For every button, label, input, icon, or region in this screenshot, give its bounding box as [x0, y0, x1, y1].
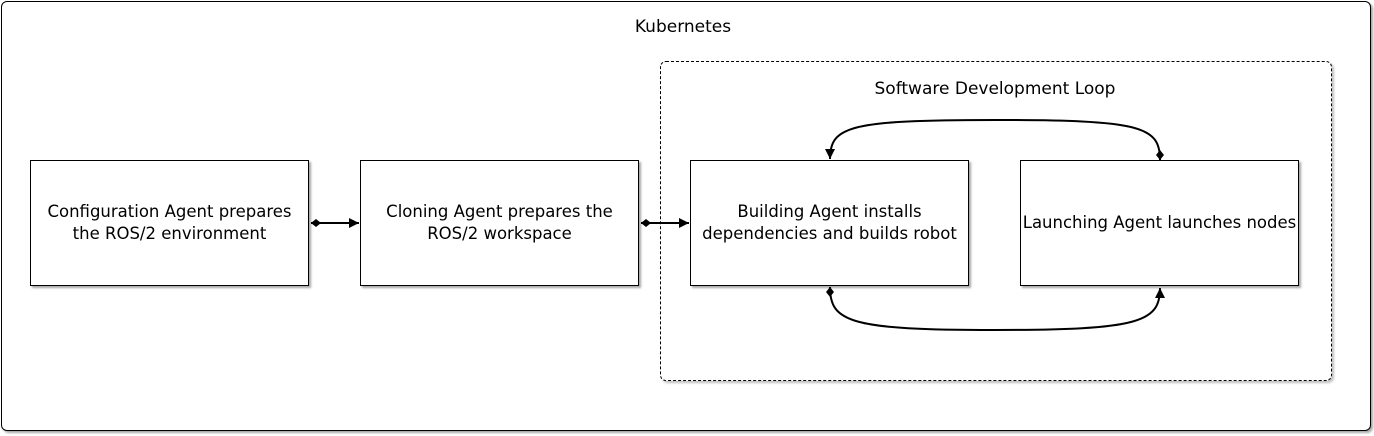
- edge-building-to-launching: [826, 286, 1165, 332]
- launching-agent-node: Launching Agent launches nodes: [1020, 160, 1299, 286]
- building-agent-label: Building Agent installs dependencies and…: [702, 202, 957, 243]
- edge-launching-to-building: [825, 118, 1164, 161]
- configuration-agent-node: Configuration Agent prepares the ROS/2 e…: [30, 160, 309, 286]
- configuration-agent-label: Configuration Agent prepares the ROS/2 e…: [47, 202, 292, 243]
- cloning-agent-node: Cloning Agent prepares the ROS/2 workspa…: [360, 160, 639, 286]
- kubernetes-title: Kubernetes: [634, 17, 732, 37]
- loop-title: Software Development Loop: [874, 79, 1116, 99]
- building-agent-node: Building Agent installs dependencies and…: [690, 160, 969, 286]
- launching-agent-label: Launching Agent launches nodes: [1022, 213, 1297, 232]
- cloning-agent-label: Cloning Agent prepares the ROS/2 workspa…: [386, 202, 613, 243]
